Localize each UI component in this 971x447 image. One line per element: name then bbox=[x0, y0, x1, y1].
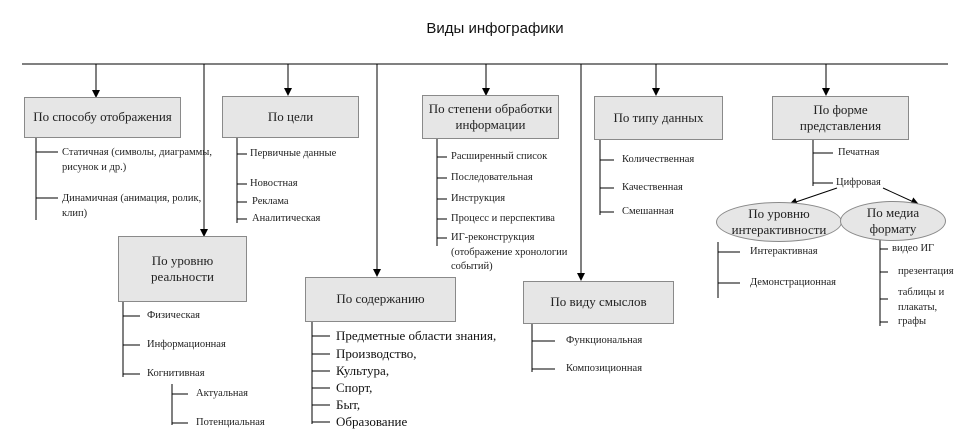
category-box-form: По форме представления bbox=[772, 96, 909, 140]
item-analytical: Аналитическая bbox=[252, 213, 321, 224]
item-instruction: Инструкция bbox=[451, 193, 506, 204]
item-quantitative: Количественная bbox=[622, 154, 695, 165]
subitem-potential: Потенциальная bbox=[196, 417, 265, 428]
item-qualitative: Качественная bbox=[622, 182, 683, 193]
category-box-goal: По цели bbox=[222, 96, 359, 138]
category-ellipse-media: По медиа формату bbox=[840, 201, 946, 241]
item-mixed: Смешанная bbox=[622, 206, 674, 217]
item-primary-data: Первичные данные bbox=[250, 148, 337, 159]
item-process: Процесс и перспектива bbox=[451, 213, 555, 224]
item-print: Печатная bbox=[838, 147, 880, 158]
item-production: Производство, bbox=[336, 346, 417, 361]
item-tables: таблицы и плакаты, bbox=[898, 287, 945, 313]
item-compositional: Композиционная bbox=[566, 363, 643, 374]
category-box-meaning: По виду смыслов bbox=[523, 281, 674, 324]
diagram-title: Виды инфографики bbox=[426, 20, 564, 37]
subitem-actual: Актуальная bbox=[196, 388, 248, 399]
item-cognitive: Когнитивная bbox=[147, 368, 205, 379]
item-functional: Функциональная bbox=[566, 335, 643, 346]
item-education: Образование bbox=[336, 414, 408, 429]
item-extended-list: Расширенный список bbox=[451, 151, 548, 162]
item-presentation: презентация bbox=[898, 266, 954, 277]
category-box-processing: По степени обработки информации bbox=[422, 95, 559, 139]
category-box-data-type: По типу данных bbox=[594, 96, 723, 140]
item-culture: Культура, bbox=[336, 363, 390, 378]
item-dynamic: Динамичная (анимация, ролик, клип) bbox=[62, 193, 202, 219]
item-sequential: Последовательная bbox=[451, 172, 533, 183]
item-static: Статичная (символы, диаграммы, рисунок и… bbox=[62, 147, 212, 173]
item-demonstration: Демонстрационная bbox=[750, 277, 836, 288]
category-box-reality: По уровню реальности bbox=[118, 236, 247, 302]
item-knowledge-areas: Предметные области знания, bbox=[336, 328, 497, 343]
item-sport: Спорт, bbox=[336, 380, 373, 395]
item-news: Новостная bbox=[250, 178, 298, 189]
item-physical: Физическая bbox=[147, 310, 200, 321]
item-reconstruction: ИГ-реконструкция (отображение хронологии… bbox=[451, 232, 568, 273]
item-graphs: графы bbox=[898, 316, 927, 327]
item-advertising: Реклама bbox=[252, 196, 289, 207]
item-video: видео ИГ bbox=[892, 243, 935, 254]
item-interactive: Интерактивная bbox=[750, 246, 818, 257]
item-informational: Информационная bbox=[147, 339, 226, 350]
item-digital: Цифровая bbox=[836, 177, 881, 188]
item-everyday: Быт, bbox=[336, 397, 361, 412]
category-ellipse-interactivity: По уровню интерактивности bbox=[716, 202, 842, 242]
category-box-content: По содержанию bbox=[305, 277, 456, 322]
category-box-display: По способу отображения bbox=[24, 97, 181, 138]
